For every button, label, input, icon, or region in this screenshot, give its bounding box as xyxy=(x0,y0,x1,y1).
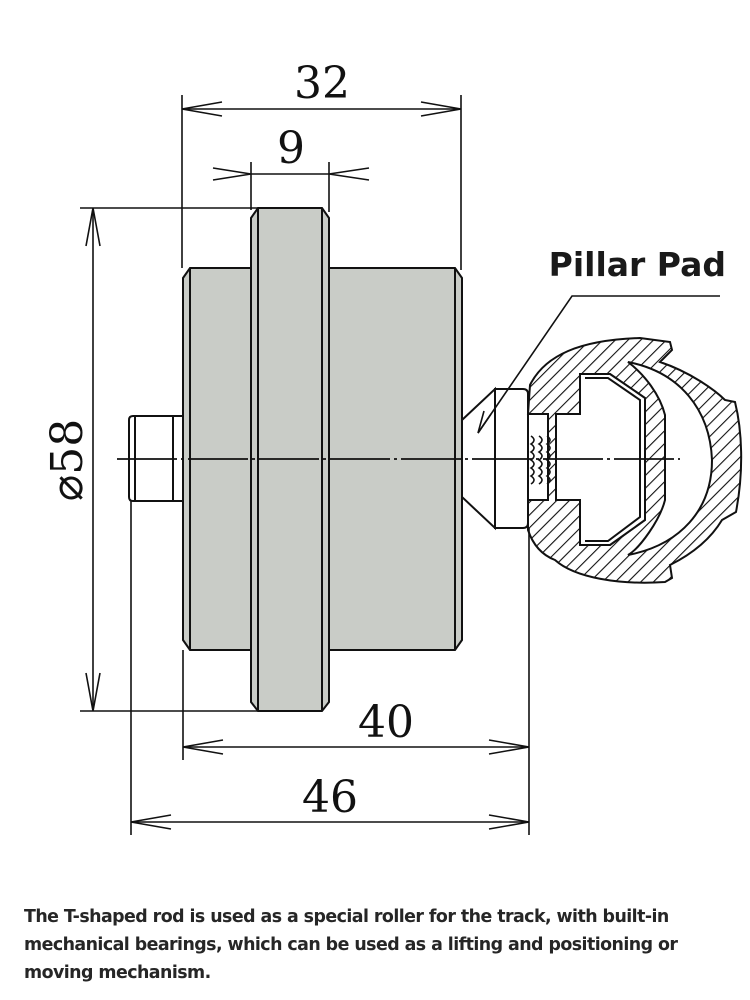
roller-technical-drawing: 32 9 ⌀58 40 46 Pillar Pad xyxy=(42,58,743,835)
track-profile-section xyxy=(526,336,743,584)
callout-label-pillar-pad: Pillar Pad xyxy=(549,245,726,284)
thread xyxy=(529,435,551,485)
dimension-9: 9 xyxy=(277,123,305,174)
callout-leader xyxy=(477,295,720,434)
dimension-32: 32 xyxy=(294,58,350,109)
roller-body xyxy=(182,207,463,712)
dimension-diameter-58: ⌀58 xyxy=(42,419,93,501)
dimension-lines xyxy=(80,95,530,835)
dimension-40: 40 xyxy=(358,697,414,748)
dimension-46: 46 xyxy=(302,772,358,823)
caption-text: The T-shaped rod is used as a special ro… xyxy=(24,907,678,983)
